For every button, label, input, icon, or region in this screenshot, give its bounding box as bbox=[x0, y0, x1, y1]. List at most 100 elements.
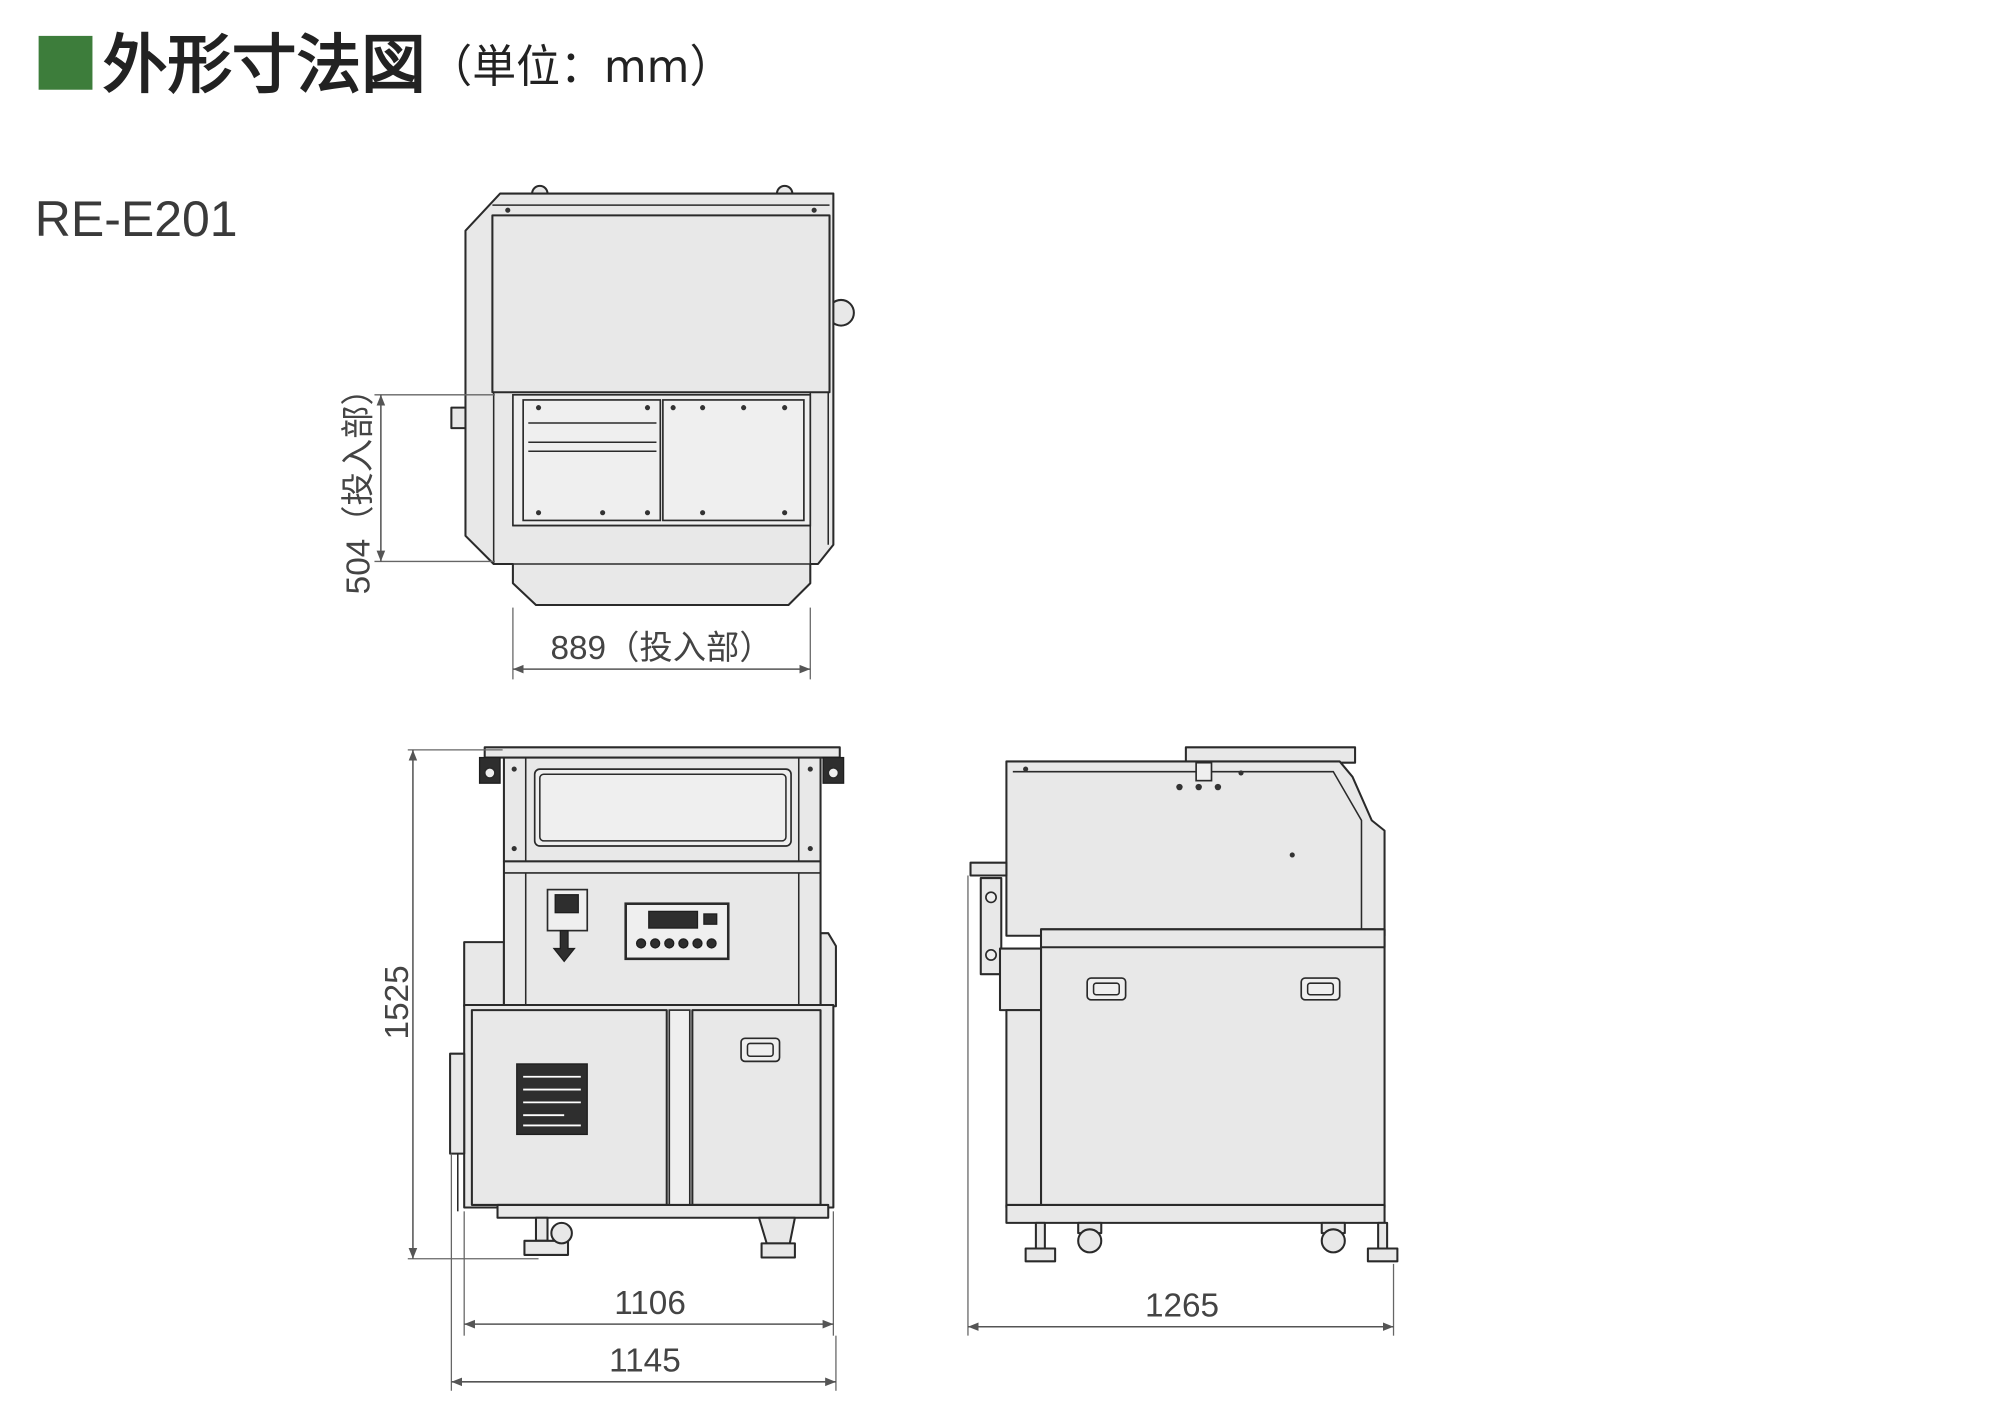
nameplate-label bbox=[516, 1063, 588, 1136]
bolt bbox=[807, 846, 813, 852]
bolt bbox=[670, 405, 676, 411]
controller-button bbox=[706, 938, 717, 949]
controller-button bbox=[664, 938, 675, 949]
inspection-window bbox=[533, 768, 792, 847]
foot-pad bbox=[760, 1242, 796, 1259]
foot-stem bbox=[534, 1216, 549, 1242]
side-junction-box bbox=[998, 947, 1043, 1012]
caster-wheel bbox=[550, 1221, 573, 1245]
caster-wheel bbox=[1077, 1228, 1103, 1254]
dimension-label-overall-width: 1145 bbox=[609, 1343, 681, 1380]
foot-pad bbox=[523, 1239, 570, 1256]
bolt bbox=[782, 405, 788, 411]
foot-pad bbox=[1366, 1247, 1399, 1263]
top-view bbox=[450, 184, 855, 607]
bolt bbox=[1023, 766, 1029, 772]
bracket-bolt bbox=[827, 766, 840, 779]
dimension-width: 1106 bbox=[463, 1211, 835, 1336]
controller-button bbox=[635, 938, 647, 949]
dimension-inlet-depth: 504（投入部） bbox=[340, 372, 495, 594]
foot-stem bbox=[1034, 1221, 1046, 1250]
bolt bbox=[1214, 783, 1222, 791]
controller-button bbox=[678, 938, 689, 949]
side-base-frame bbox=[1005, 1203, 1386, 1224]
dimension-label-inlet-depth: 504（投入部） bbox=[340, 372, 377, 594]
side-handle-front-grip bbox=[1092, 982, 1120, 996]
controller-unit bbox=[624, 902, 730, 961]
front-view bbox=[449, 746, 845, 1259]
side-bracket-left bbox=[449, 1052, 466, 1155]
bolt bbox=[1238, 770, 1244, 776]
controller-indicator bbox=[703, 913, 718, 925]
rear-column bbox=[1005, 1009, 1043, 1209]
bolt bbox=[700, 405, 706, 411]
bolt bbox=[807, 766, 813, 772]
bolt bbox=[535, 405, 542, 411]
bolt bbox=[700, 510, 706, 516]
side-handle-rear-grip bbox=[1306, 982, 1335, 996]
controller-display bbox=[648, 910, 699, 929]
side-view bbox=[969, 746, 1399, 1263]
caster-front bbox=[1077, 1221, 1103, 1254]
dimension-depth: 1265 bbox=[967, 875, 1395, 1336]
controller-button bbox=[650, 938, 661, 949]
bolt bbox=[741, 405, 747, 411]
bracket-bolt bbox=[985, 949, 997, 961]
side-handle-bracket bbox=[979, 877, 1003, 976]
foot-bracket bbox=[757, 1216, 796, 1245]
lid-bolt bbox=[505, 207, 511, 213]
dimension-label-height: 1525 bbox=[379, 965, 416, 1039]
side-wing-right bbox=[819, 932, 837, 1008]
lower-body bbox=[1039, 928, 1386, 1209]
hopper-compartment-left bbox=[522, 399, 662, 522]
bracket-bolt bbox=[483, 766, 496, 779]
side-latch-left bbox=[450, 406, 467, 430]
caster-rear bbox=[1320, 1221, 1346, 1254]
inspection-window-frame bbox=[539, 773, 787, 842]
dimension-label-width: 1106 bbox=[614, 1285, 686, 1322]
side-handle-arm bbox=[969, 861, 1008, 877]
bolt bbox=[511, 766, 517, 772]
foot-left bbox=[523, 1216, 573, 1256]
dimension-label-depth: 1265 bbox=[1145, 1287, 1219, 1324]
bolt bbox=[782, 510, 788, 516]
bolt bbox=[1289, 852, 1295, 858]
bolt bbox=[511, 846, 517, 852]
breaker-handle-arrow bbox=[552, 929, 576, 963]
hopper-compartment-right bbox=[662, 399, 805, 522]
section-title: 外形寸法図 bbox=[103, 29, 426, 103]
bolt bbox=[600, 510, 606, 516]
bolt bbox=[644, 405, 651, 411]
bolt bbox=[1176, 783, 1183, 791]
bracket-bolt bbox=[985, 891, 997, 904]
section-header: 外形寸法図 （単位：mm） bbox=[38, 29, 733, 103]
lid-panel bbox=[491, 214, 831, 394]
section-marker-square bbox=[38, 35, 93, 90]
circuit-breaker bbox=[546, 888, 589, 963]
door-handle-grip bbox=[746, 1042, 774, 1058]
breaker-toggle bbox=[554, 894, 579, 914]
side-wing-left bbox=[463, 941, 505, 1008]
foot-stem bbox=[1377, 1221, 1389, 1250]
lower-body-flange bbox=[1039, 928, 1386, 949]
bolt bbox=[535, 510, 542, 516]
leveling-foot-left bbox=[1024, 1221, 1057, 1263]
section-unit: （単位：mm） bbox=[428, 40, 733, 93]
dimension-height: 1525 bbox=[379, 749, 539, 1260]
base-frame bbox=[496, 1203, 830, 1219]
foot-pad bbox=[1024, 1247, 1057, 1263]
controller-button bbox=[692, 938, 703, 949]
upper-body-inner-edge bbox=[1012, 770, 1363, 934]
dimension-inlet-width: 889（投入部） bbox=[512, 607, 811, 680]
bolt bbox=[644, 510, 651, 516]
model-number: RE-E201 bbox=[35, 191, 238, 247]
upper-body bbox=[1005, 760, 1386, 937]
cabinet-door-gap bbox=[668, 1009, 691, 1206]
caster-wheel bbox=[1320, 1228, 1346, 1254]
foot-right bbox=[757, 1216, 796, 1259]
dimension-overall-width: 1145 bbox=[450, 1153, 837, 1391]
bolt bbox=[1195, 783, 1202, 791]
leveling-foot-right bbox=[1366, 1221, 1399, 1263]
top-bracket bbox=[1195, 761, 1213, 782]
